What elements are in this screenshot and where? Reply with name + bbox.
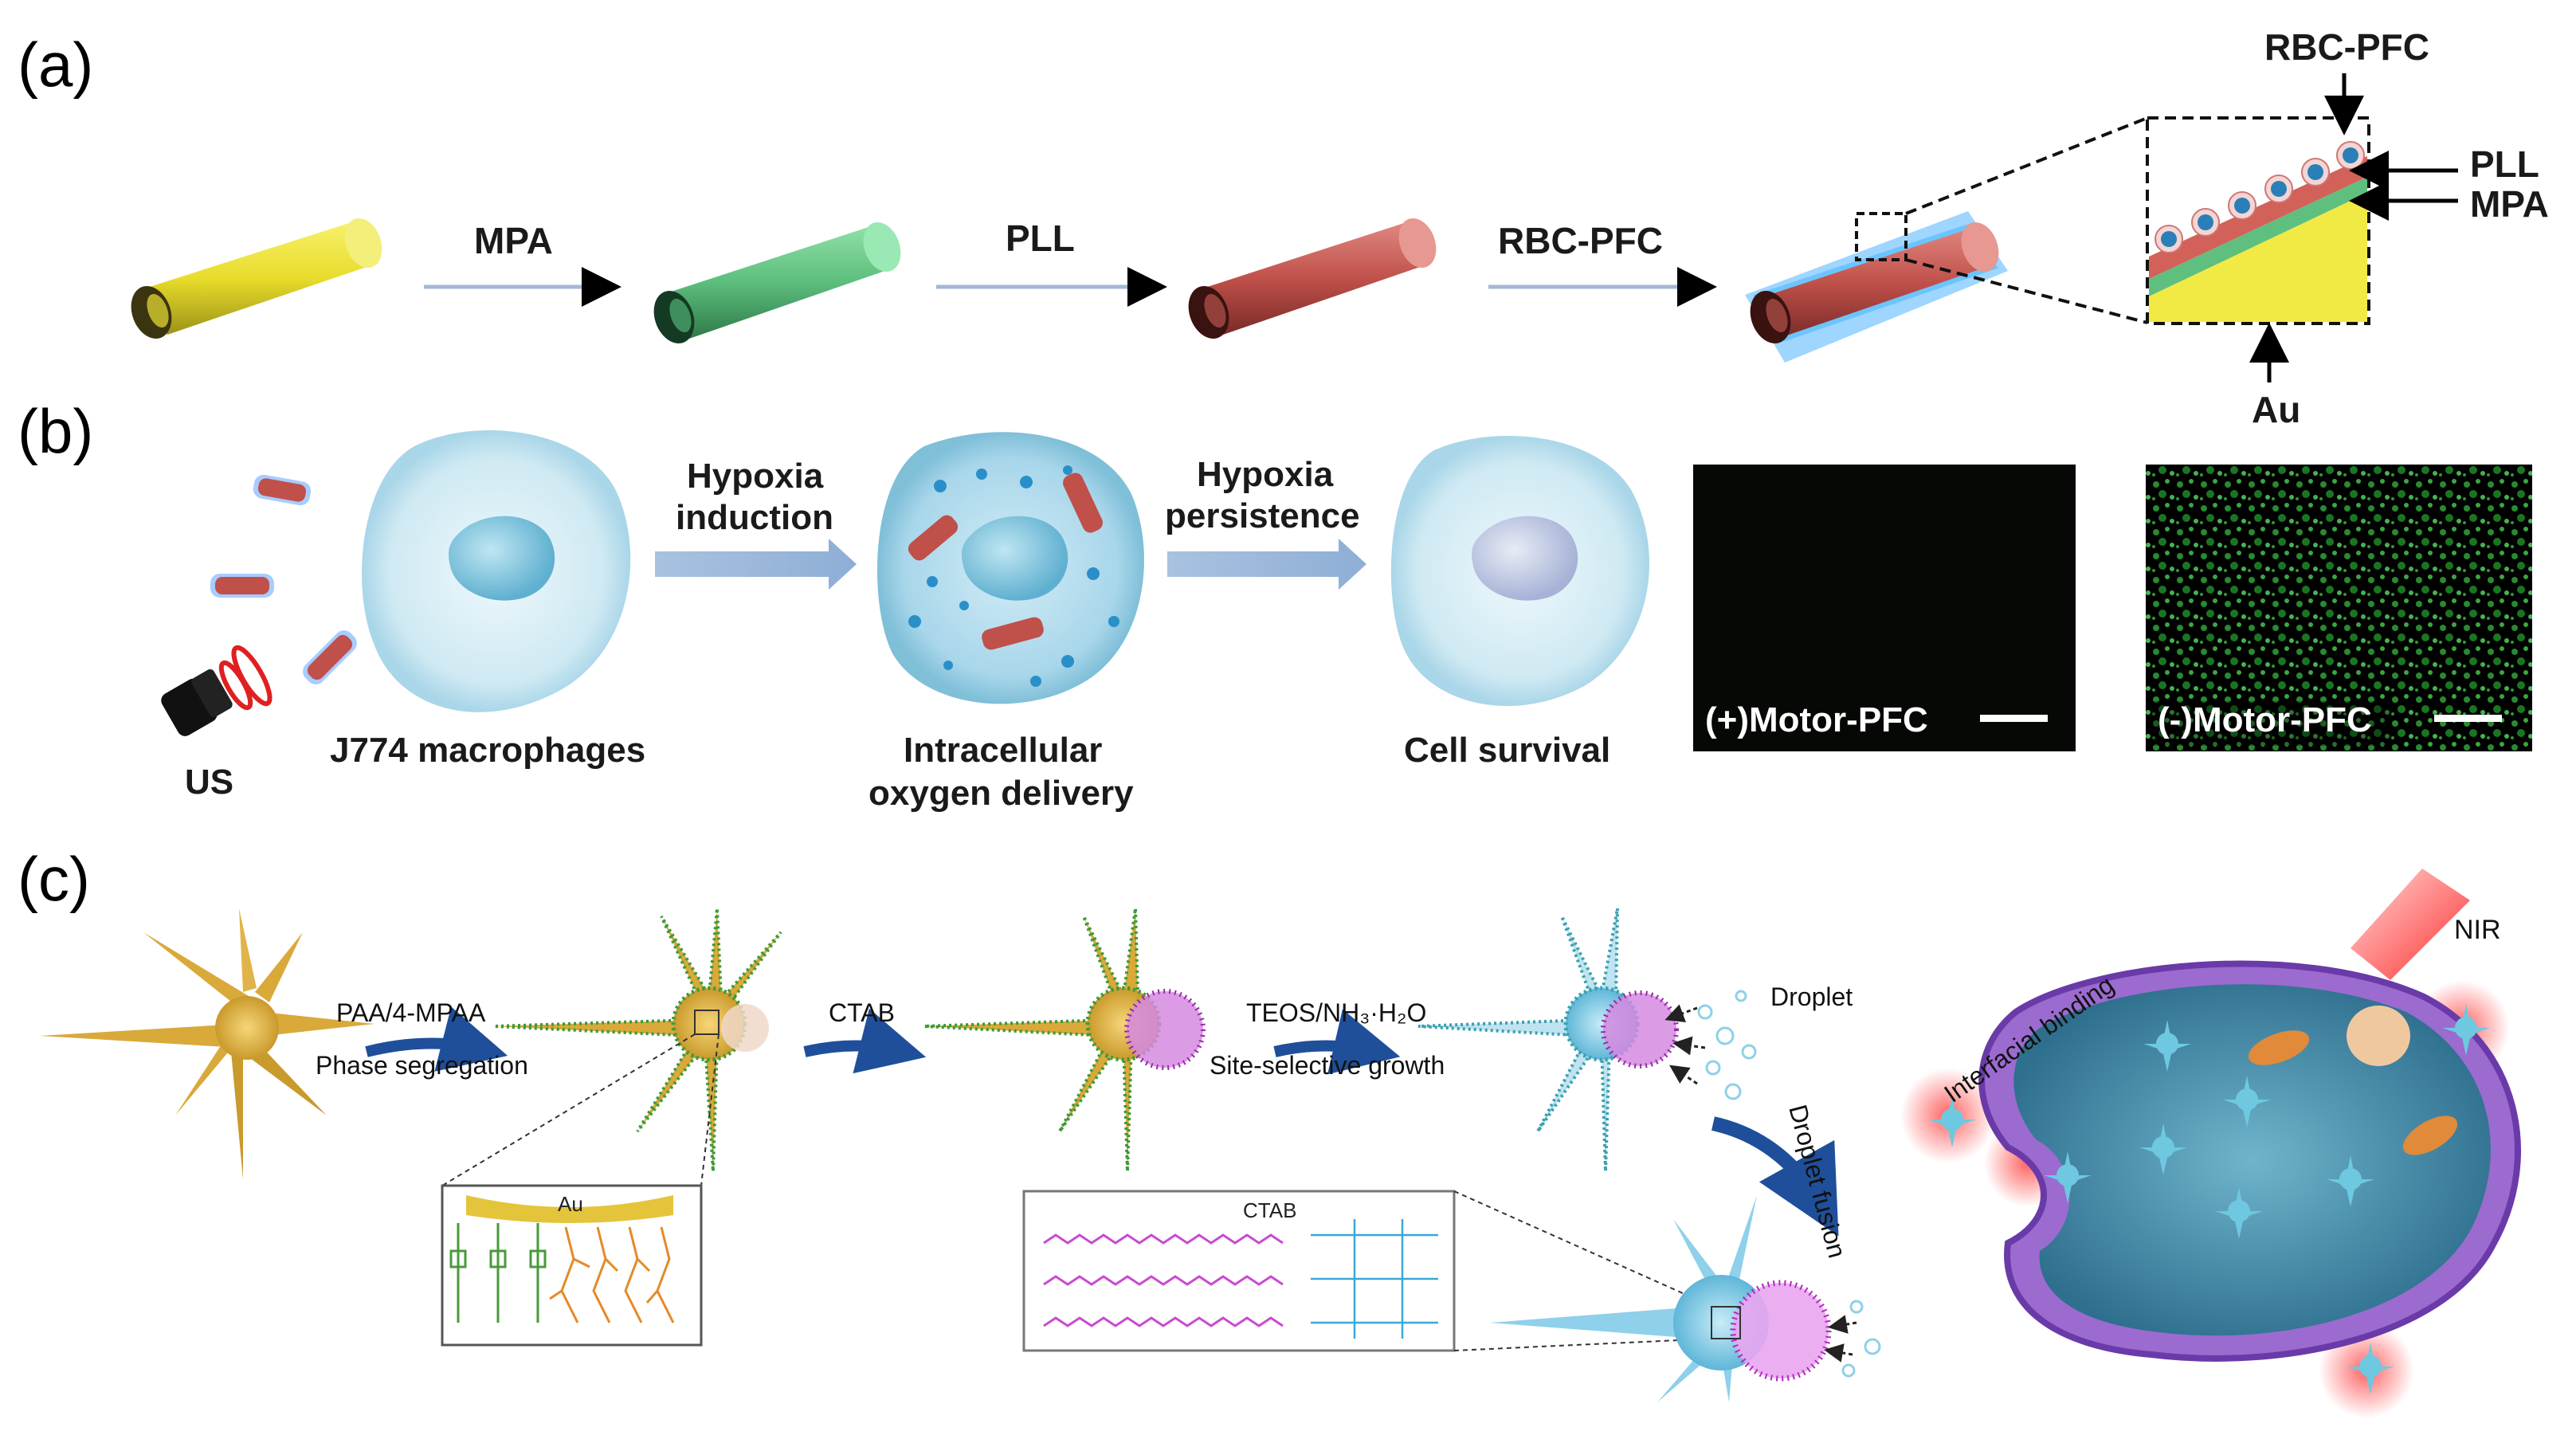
ctab-inset-label: CTAB xyxy=(1243,1198,1296,1222)
ultrasound-transducer-icon xyxy=(161,645,272,736)
ctab-chains xyxy=(1043,1233,1284,1327)
microscopy-minus: (-)Motor-PFC xyxy=(2146,465,2532,751)
hypoxia-induction-line1: Hypoxia xyxy=(687,457,824,496)
tube-green xyxy=(653,222,901,343)
microscopy-plus: (+)Motor-PFC xyxy=(1693,465,2076,751)
zoom-line-ctab-bottom xyxy=(1453,1338,1714,1351)
img-minus-label: (-)Motor-PFC xyxy=(2158,700,2372,739)
oxygen-dots xyxy=(908,465,1119,687)
zoom-line-au-right xyxy=(700,1033,719,1186)
arrow-phase-segregation xyxy=(365,1006,508,1072)
droplet-arrows xyxy=(1664,1004,1706,1085)
cell-survival-label: Cell survival xyxy=(1404,731,1610,770)
rbc-particles xyxy=(2155,141,2365,253)
cell-oxygenated xyxy=(876,432,1144,704)
zoom-line-ctab-top xyxy=(1453,1190,1714,1308)
nir-beam xyxy=(2351,869,2470,980)
hypoxia-persistence-line1: Hypoxia xyxy=(1197,455,1334,494)
motor-small-1 xyxy=(253,474,312,506)
arrow-hypoxia-persistence xyxy=(1167,539,1366,590)
cell-nir-scene xyxy=(1900,869,2521,1418)
step-site-label: Site-selective growth xyxy=(1210,1051,1445,1080)
cell-macrophage xyxy=(362,430,631,712)
step-mpa-label: MPA xyxy=(474,220,553,261)
layer-inset xyxy=(2146,116,2370,325)
arrow-hypoxia-induction xyxy=(655,539,857,590)
zoom-line-top xyxy=(1905,116,2148,215)
internalized-nanostars xyxy=(1928,1004,2490,1394)
au-ligand-inset: Au xyxy=(441,1184,703,1347)
panel-b: US J774 macrophages Hypoxia induction In… xyxy=(161,430,2532,813)
step-pll-label: PLL xyxy=(1006,218,1075,259)
inset-rbc-pfc-label: RBC-PFC xyxy=(2264,26,2429,68)
tube-coated xyxy=(1745,211,2008,363)
arrow-ctab xyxy=(803,1008,927,1074)
tube-red xyxy=(1188,218,1437,339)
panel-b-label: (b) xyxy=(18,396,93,466)
cell-survival xyxy=(1390,436,1649,707)
inset-mpa-label: MPA xyxy=(2470,183,2549,225)
step-ctab-label: CTAB xyxy=(829,998,895,1027)
organelles xyxy=(2248,1006,2458,1155)
delivery-line1: Intracellular xyxy=(904,731,1102,770)
panel-a: MPA PLL RBC-PFC xyxy=(131,26,2549,430)
droplet-label: Droplet xyxy=(1770,982,1853,1011)
tube-gold xyxy=(131,218,382,339)
ctab-inset: CTAB xyxy=(1022,1190,1456,1352)
nir-label: NIR xyxy=(2454,915,2501,945)
motor-small-3 xyxy=(303,630,357,684)
inset-pll-label: PLL xyxy=(2470,143,2539,185)
ctab-nanostar xyxy=(923,908,1206,1172)
coated-nanostar xyxy=(493,908,782,1172)
step-paa-label: PAA/4-MPAA xyxy=(336,998,486,1027)
arrow-site-selective xyxy=(1273,1009,1401,1075)
mpaa-ligands xyxy=(449,1223,547,1323)
step-teos-label: TEOS/NH₃·H₂O xyxy=(1246,998,1426,1027)
silica-network xyxy=(1311,1219,1438,1339)
au-inset-label: Au xyxy=(558,1192,583,1216)
inset-au-label: Au xyxy=(2252,389,2300,430)
step-rbc-pfc-label: RBC-PFC xyxy=(1498,220,1663,261)
motor-small-2 xyxy=(210,574,274,598)
paa-chains xyxy=(549,1226,675,1323)
fused-nanostar xyxy=(1490,1195,1881,1402)
droplets xyxy=(1697,990,1757,1100)
arrow-droplet-fusion xyxy=(1711,1116,1839,1237)
delivery-line2: oxygen delivery xyxy=(868,774,1134,813)
panel-a-label: (a) xyxy=(18,29,93,100)
hypoxia-induction-line2: induction xyxy=(676,498,833,537)
silica-nanostar xyxy=(1417,908,1757,1172)
macrophages-label: J774 macrophages xyxy=(330,731,645,770)
gold-nanostar xyxy=(40,908,374,1179)
scale-bar-minus xyxy=(2434,715,2502,722)
step-phase-label: Phase segregation xyxy=(316,1051,528,1080)
scale-bar-plus xyxy=(1980,715,2048,722)
panel-c-label: (c) xyxy=(18,844,90,914)
droplet-fusion-label: Droplet fusion xyxy=(1783,1101,1852,1261)
img-plus-label: (+)Motor-PFC xyxy=(1705,700,1928,739)
us-label: US xyxy=(185,763,233,802)
zoom-line-bottom xyxy=(1905,258,2148,324)
panel-c: PAA/4-MPAA Phase segregation Au xyxy=(40,869,2521,1418)
hypoxia-persistence-line2: persistence xyxy=(1165,496,1360,535)
